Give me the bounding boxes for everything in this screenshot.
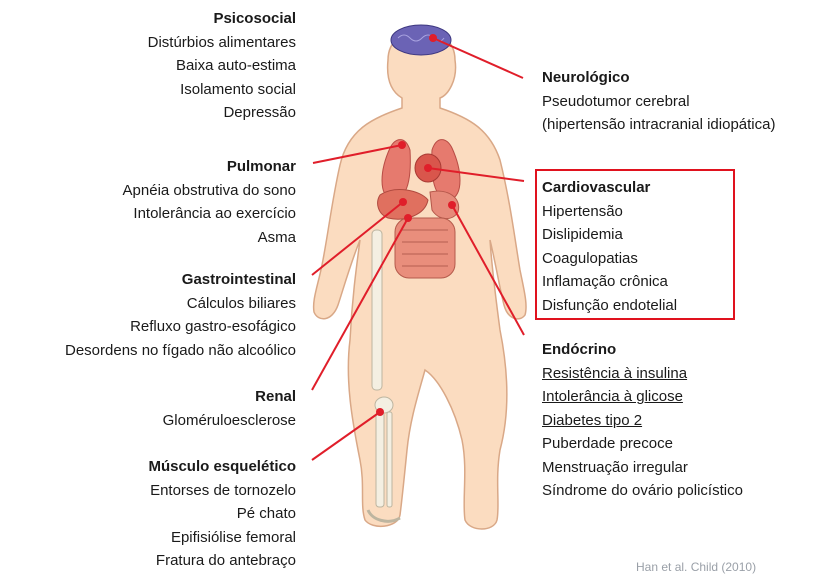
- group-item: Isolamento social: [148, 78, 296, 102]
- group-title: Cardiovascular: [542, 176, 677, 200]
- group-title: Pulmonar: [123, 155, 296, 179]
- renal-group: Renal Gloméruloesclerose: [163, 385, 296, 432]
- group-item: Cálculos biliares: [65, 292, 296, 316]
- group-title: Endócrino: [542, 338, 743, 362]
- cardiovascular-group: Cardiovascular Hipertensão Dislipidemia …: [542, 176, 677, 317]
- group-item: Epifisiólise femoral: [148, 526, 296, 550]
- group-title: Músculo esquelético: [148, 455, 296, 479]
- group-item: Refluxo gastro-esofágico: [65, 315, 296, 339]
- group-item: Intolerância ao exercício: [123, 202, 296, 226]
- group-item: Pseudotumor cerebral: [542, 90, 775, 114]
- group-item: Apnéia obstrutiva do sono: [123, 179, 296, 203]
- group-item: Desordens no fígado não alcoólico: [65, 339, 296, 363]
- group-item: Asma: [123, 226, 296, 250]
- group-item: Distúrbios alimentares: [148, 31, 296, 55]
- gastrointestinal-group: Gastrointestinal Cálculos biliares Reflu…: [65, 268, 296, 362]
- group-item: Resistência à insulina: [542, 362, 743, 386]
- group-item: Disfunção endotelial: [542, 294, 677, 318]
- group-item: Inflamação crônica: [542, 270, 677, 294]
- group-item: Menstruação irregular: [542, 456, 743, 480]
- group-item: Hipertensão: [542, 200, 677, 224]
- group-item: Puberdade precoce: [542, 432, 743, 456]
- group-item: Pé chato: [148, 502, 296, 526]
- group-title: Psicosocial: [148, 7, 296, 31]
- group-item: Fratura do antebraço: [148, 549, 296, 573]
- endocrino-group: Endócrino Resistência à insulina Intoler…: [542, 338, 743, 503]
- group-title: Neurológico: [542, 66, 775, 90]
- group-item: (hipertensão intracranial idiopática): [542, 113, 775, 137]
- musculo-esqueletico-group: Músculo esquelético Entorses de tornozel…: [148, 455, 296, 573]
- group-item: Gloméruloesclerose: [163, 409, 296, 433]
- neurologico-group: Neurológico Pseudotumor cerebral (hipert…: [542, 66, 775, 137]
- group-item: Baixa auto-estima: [148, 54, 296, 78]
- group-title: Renal: [163, 385, 296, 409]
- psicosocial-group: Psicosocial Distúrbios alimentares Baixa…: [148, 7, 296, 125]
- pulmonar-group: Pulmonar Apnéia obstrutiva do sono Intol…: [123, 155, 296, 249]
- group-item: Depressão: [148, 101, 296, 125]
- group-item: Coagulopatias: [542, 247, 677, 271]
- group-item: Síndrome do ovário policístico: [542, 479, 743, 503]
- group-item: Intolerância à glicose: [542, 385, 743, 409]
- group-item: Dislipidemia: [542, 223, 677, 247]
- group-title: Gastrointestinal: [65, 268, 296, 292]
- group-item: Entorses de tornozelo: [148, 479, 296, 503]
- group-item: Diabetes tipo 2: [542, 409, 743, 433]
